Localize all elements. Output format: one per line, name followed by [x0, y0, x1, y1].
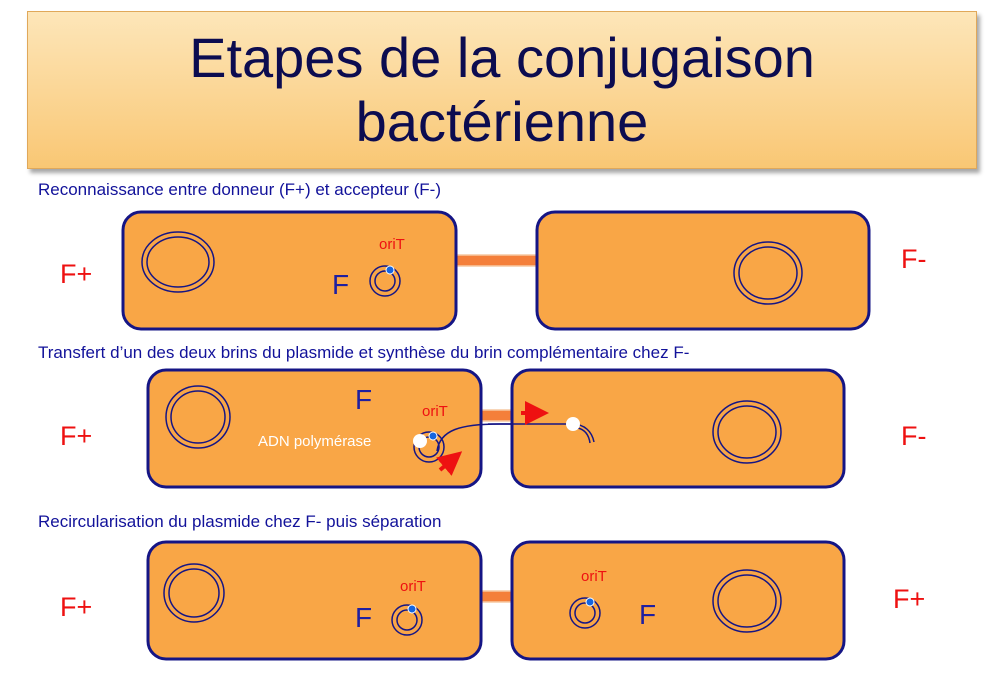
step-3-recipient-plasmid: [569, 597, 601, 629]
step-1-plasmid: [369, 265, 401, 297]
title-line-1: Etapes de la conjugaison: [189, 26, 815, 89]
step-3-donor-orit-label: oriT: [400, 578, 426, 595]
step-3-recipient-chromosome: [712, 569, 782, 633]
step-2-rotation-arrow: [436, 451, 463, 476]
step-3-recipient-orit-label: oriT: [581, 568, 607, 585]
step-1-orit-marker: [385, 265, 395, 275]
step-2-pilus: [477, 409, 517, 422]
step-2-orit-marker: [428, 431, 438, 441]
step-3-recipient-plasmid-label: F: [639, 599, 656, 630]
step-3-caption: Recircularisation du plasmide chez F- pu…: [38, 512, 442, 531]
step-2-recipient-cell: [510, 368, 846, 489]
step-2-recipient-label: F-: [901, 421, 926, 451]
step-3-recipient-orit-marker: [585, 597, 595, 607]
step-3-diagram: F+ F+ F oriT oriT F: [60, 540, 925, 661]
step-1-recipient-label: F-: [901, 244, 926, 274]
step-1-pilus: [451, 254, 541, 267]
step-2-plasmid-label: F: [355, 384, 372, 415]
step-3-donor-plasmid-label: F: [355, 602, 372, 633]
step-1-donor-label: F+: [60, 259, 92, 289]
step-1-recipient-cell: [535, 210, 871, 331]
title-line-2: bactérienne: [355, 90, 649, 153]
step-2-donor-label: F+: [60, 421, 92, 451]
step-1-caption: Reconnaissance entre donneur (F+) et acc…: [38, 180, 442, 199]
step-2-orit-label: oriT: [422, 403, 448, 420]
step-1-plasmid-label: F: [332, 269, 349, 300]
step-3-donor-orit-marker: [407, 604, 417, 614]
step-1-diagram: F+ F- F oriT: [60, 210, 926, 331]
step-1-donor-chromosome: [141, 231, 215, 293]
step-1-orit-label: oriT: [379, 236, 405, 253]
step-3-donor-label: F+: [60, 592, 92, 622]
step-2-recipient-chromosome: [712, 400, 782, 464]
step-2-caption: Transfert d’un des deux brins du plasmid…: [38, 343, 690, 362]
step-2-donor-cell: [146, 368, 483, 489]
step-1-donor-cell: [121, 210, 458, 331]
step-2-donor-chromosome: [165, 385, 231, 449]
step-3-donor-cell: [146, 540, 483, 661]
step-3-donor-plasmid: [391, 604, 423, 636]
step-2-enzyme-label: ADN polymérase: [258, 433, 371, 450]
step-3-recipient-label: F+: [893, 584, 925, 614]
step-3-donor-chromosome: [163, 563, 225, 623]
step-1-recipient-chromosome: [733, 241, 803, 305]
title-banner: Etapes de la conjugaison bactérienne: [27, 11, 977, 169]
step-2-polymerase: [413, 434, 427, 448]
step-2-recipient-polymerase: [566, 417, 580, 431]
step-3-pilus: [477, 590, 517, 603]
step-2-plasmid: [413, 431, 445, 463]
step-3-recipient-cell: [510, 540, 846, 661]
step-2-diagram: F+ F- F oriT ADN polymérase: [60, 368, 926, 489]
